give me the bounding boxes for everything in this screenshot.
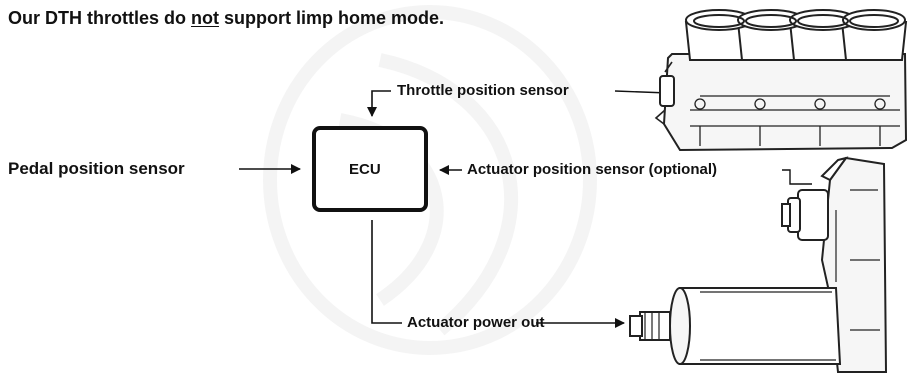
actuator-motor-illustration xyxy=(629,156,888,373)
ecu-box xyxy=(312,126,428,212)
page-heading: Our DTH throttles do not support limp ho… xyxy=(8,8,444,29)
throttle-body-illustration xyxy=(654,9,908,152)
heading-prefix: Our DTH throttles do xyxy=(8,8,191,28)
throttle-sensor-arrow xyxy=(367,90,391,117)
actuator-power-label: Actuator power out xyxy=(407,314,545,331)
throttle-sensor-label: Throttle position sensor xyxy=(397,82,569,99)
actuator-power-line xyxy=(371,220,402,324)
actuator-sensor-leader xyxy=(782,169,812,185)
ecu-label: ECU xyxy=(349,161,381,178)
pedal-sensor-label: Pedal position sensor xyxy=(8,159,185,178)
heading-suffix: support limp home mode. xyxy=(218,8,444,28)
heading-emphasis: not xyxy=(191,8,219,28)
actuator-sensor-label: Actuator position sensor (optional) xyxy=(467,161,717,178)
